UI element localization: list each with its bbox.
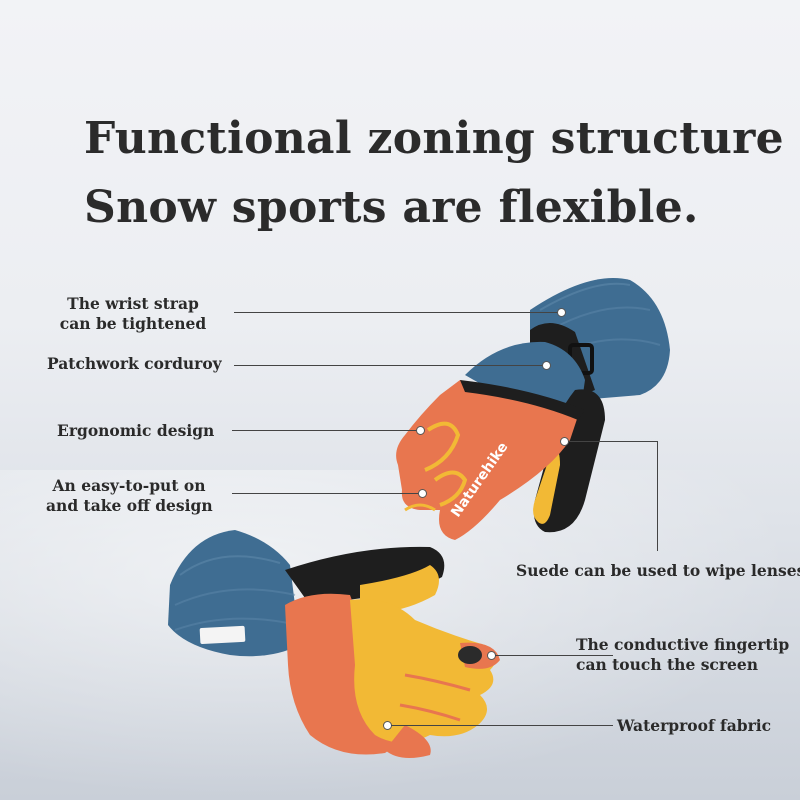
callout-conductive-line-2: can touch the screen xyxy=(576,655,759,674)
callout-wrist-strap: The wrist strap can be tightened xyxy=(58,294,208,334)
dot-corduroy xyxy=(542,361,551,370)
callout-waterproof: Waterproof fabric xyxy=(617,716,772,735)
leader-line-corduroy xyxy=(234,365,546,366)
leader-line-suede-horizontal xyxy=(568,441,658,442)
headline-line-1: Functional zoning structure xyxy=(84,113,784,164)
leader-line-easy-on xyxy=(232,493,422,494)
upper-glove-image: Naturehike xyxy=(396,278,670,540)
callout-easy-on: An easy-to-put on and take off design xyxy=(46,476,213,516)
callout-corduroy: Patchwork corduroy xyxy=(47,354,222,373)
leader-line-wrist-strap xyxy=(234,312,562,313)
dot-easy-on xyxy=(418,489,427,498)
headline-line-2: Snow sports are flexible. xyxy=(84,182,699,233)
dot-ergonomic xyxy=(416,426,425,435)
dot-wrist-strap xyxy=(557,308,566,317)
callout-easy-on-line-2: and take off design xyxy=(46,496,213,515)
callout-conductive-line-1: The conductive fingertip xyxy=(576,635,790,654)
lower-glove-image xyxy=(168,530,500,759)
callout-easy-on-line-1: An easy-to-put on xyxy=(52,476,206,495)
leader-line-waterproof xyxy=(391,725,613,726)
leader-line-conductive xyxy=(495,655,613,656)
leader-line-suede-vertical xyxy=(657,441,658,551)
callout-ergonomic: Ergonomic design xyxy=(57,421,215,440)
callout-conductive: The conductive fingertip can touch the s… xyxy=(576,635,789,675)
callout-wrist-strap-line-1: The wrist strap xyxy=(67,294,199,313)
callout-suede: Suede can be used to wipe lenses xyxy=(516,561,800,580)
callout-wrist-strap-line-2: can be tightened xyxy=(59,314,207,333)
leader-line-ergonomic xyxy=(232,430,420,431)
